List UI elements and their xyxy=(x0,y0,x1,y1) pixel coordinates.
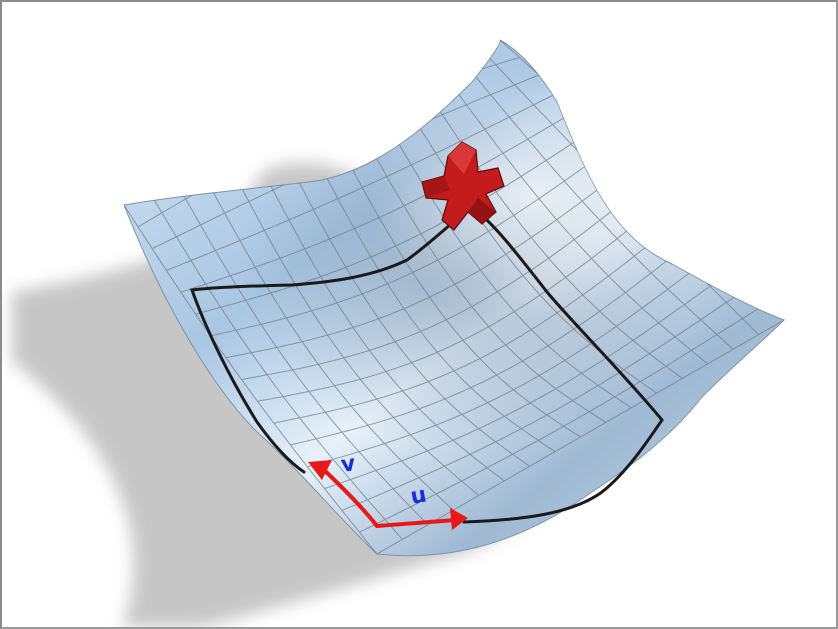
figure-frame: v u xyxy=(0,0,838,629)
surface-diagram: v u xyxy=(2,2,836,627)
